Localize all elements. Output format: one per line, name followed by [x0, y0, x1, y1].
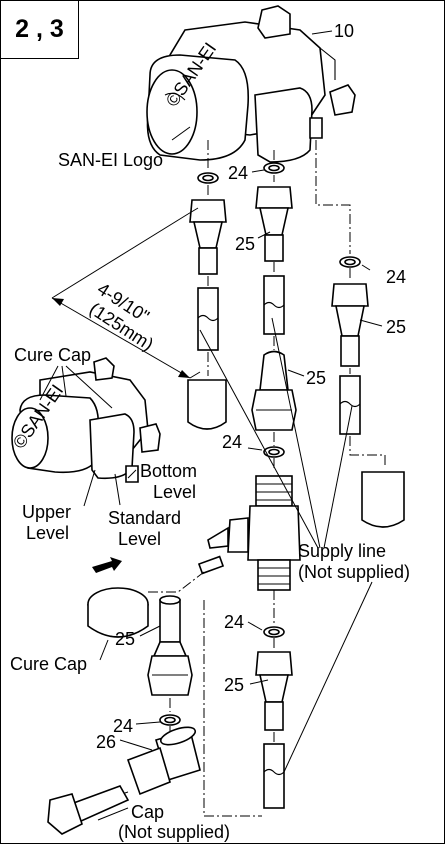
label-part-25-a: 25 — [235, 234, 255, 254]
cure-cap-valve-illustration: ©SAN-EI — [9, 357, 161, 483]
label-cap-1: Cap — [131, 802, 164, 822]
label-part-24-c: 24 — [222, 432, 242, 452]
label-part-24-a: 24 — [228, 163, 248, 183]
loose-cure-cap — [87, 587, 149, 638]
label-supply-line-1: Supply line — [298, 541, 386, 561]
label-upper-level-line1: Upper — [22, 502, 71, 522]
label-supply-line-2: (Not supplied) — [298, 562, 410, 582]
label-part-25-e: 25 — [115, 629, 135, 649]
label-bottom-level-line1: Bottom — [140, 461, 197, 481]
label-cure-cap-bottom: Cure Cap — [10, 654, 87, 674]
right-supply-assembly — [315, 140, 405, 528]
label-upper-level-line2: Level — [26, 523, 69, 543]
step-number-badge: 2 , 3 — [1, 1, 79, 59]
label-part-24-e: 24 — [113, 716, 133, 736]
label-cap-2: (Not supplied) — [118, 822, 230, 842]
label-part-25-d: 25 — [224, 675, 244, 695]
mixing-valve-body: ©SAN-EI — [146, 5, 356, 163]
label-sanei-logo: SAN-EI Logo — [58, 150, 163, 170]
label-part-10: 10 — [334, 21, 354, 41]
label-standard-level-line1: Standard — [108, 508, 181, 528]
label-part-24-d: 24 — [224, 612, 244, 632]
label-bottom-level-line2: Level — [153, 482, 196, 502]
label-cure-cap-top: Cure Cap — [14, 345, 91, 365]
dimension-annotation — [51, 207, 201, 379]
label-part-25-b: 25 — [386, 317, 406, 337]
direction-arrow-icon — [92, 557, 122, 573]
center-supply-assembly — [197, 150, 301, 809]
bottom-left-assembly — [47, 595, 201, 835]
label-part-24-b: 24 — [386, 267, 406, 287]
label-part-25-c: 25 — [306, 368, 326, 388]
left-supply-assembly — [187, 140, 227, 430]
label-part-26: 26 — [96, 732, 116, 752]
label-standard-level-line2: Level — [118, 529, 161, 549]
